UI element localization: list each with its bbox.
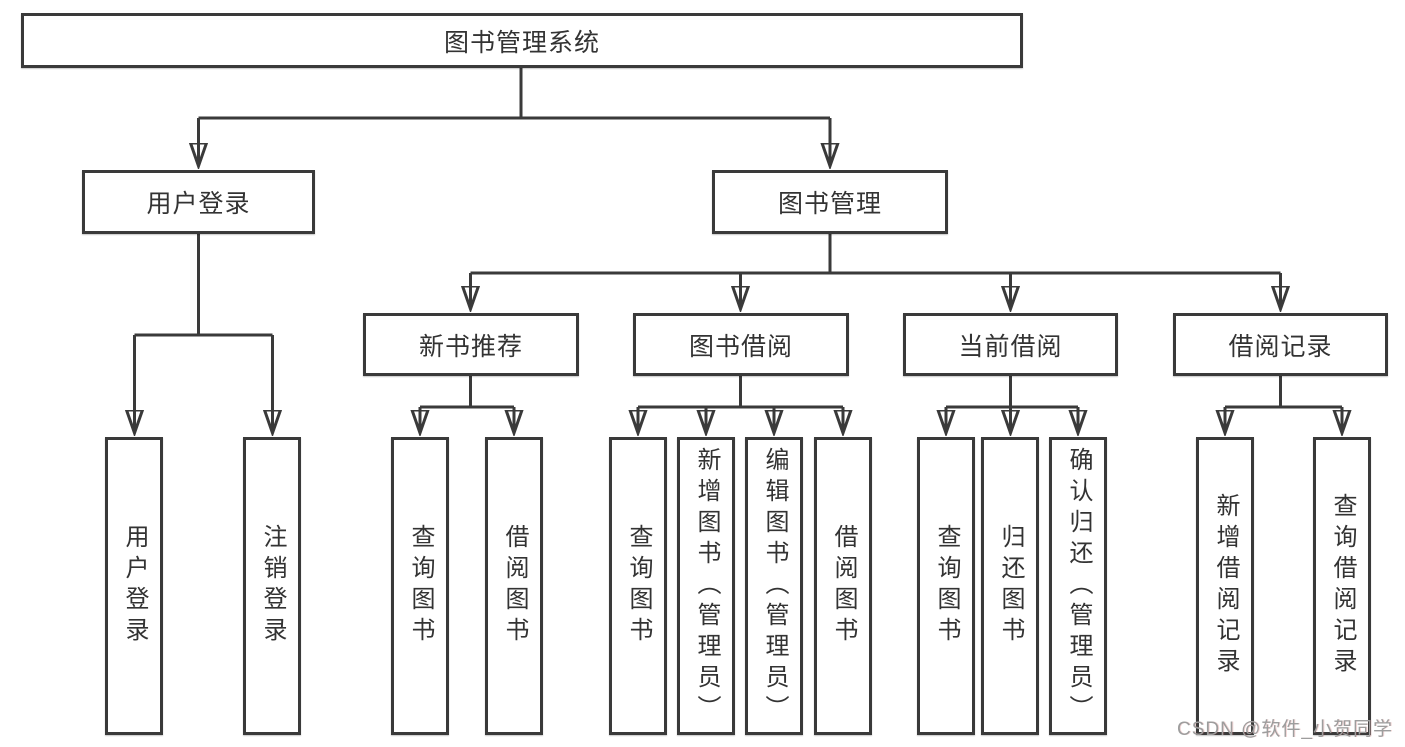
node-user-login-label: 用户登录	[146, 190, 251, 218]
connectors-book-borrow-children	[638, 376, 843, 433]
node-bb-borrow-books-label: 借阅图书	[830, 524, 857, 648]
node-br-query-record-label: 查询借阅记录	[1329, 493, 1356, 679]
connectors-new-book-rec-children	[420, 376, 514, 433]
node-bb-query-books-label: 查询图书	[625, 524, 652, 648]
connectors-book-mgmt-children	[471, 234, 1281, 309]
csdn-watermark: CSDN @软件_小贺同学	[1177, 719, 1393, 740]
node-nb-borrow-books: 借阅图书	[485, 437, 543, 735]
node-new-book-rec: 新书推荐	[363, 313, 579, 376]
node-ul-user-login-label: 用户登录	[121, 524, 148, 648]
node-nb-query-books: 查询图书	[391, 437, 449, 735]
node-ul-user-login: 用户登录	[105, 437, 163, 735]
node-nb-query-books-label: 查询图书	[407, 524, 434, 648]
connectors-borrow-records-children	[1225, 376, 1342, 433]
node-br-add-record-label: 新增借阅记录	[1212, 493, 1239, 679]
node-nb-borrow-books-label: 借阅图书	[501, 524, 528, 648]
node-cb-confirm-return-label: 确认归还（管理员）	[1065, 446, 1092, 726]
node-cb-confirm-return: 确认归还（管理员）	[1049, 437, 1107, 735]
node-br-add-record: 新增借阅记录	[1196, 437, 1254, 735]
node-book-mgmt-label: 图书管理	[777, 190, 882, 218]
node-root: 图书管理系统	[21, 13, 1023, 68]
node-book-borrow-label: 图书借阅	[688, 332, 793, 361]
node-book-borrow: 图书借阅	[633, 313, 849, 376]
node-bb-query-books: 查询图书	[609, 437, 667, 735]
node-bb-add-books-label: 新增图书（管理员）	[693, 446, 720, 726]
node-new-book-rec-label: 新书推荐	[418, 332, 523, 361]
node-bb-add-books: 新增图书（管理员）	[677, 437, 735, 735]
connectors-root-to-level2	[199, 68, 831, 166]
node-ul-logout: 注销登录	[243, 437, 301, 735]
node-root-label: 图书管理系统	[443, 28, 600, 57]
node-ul-logout-label: 注销登录	[259, 524, 286, 648]
node-book-mgmt: 图书管理	[712, 170, 948, 234]
connectors-user-login-children	[135, 234, 273, 433]
node-bb-edit-books-label: 编辑图书（管理员）	[761, 446, 788, 726]
node-cb-query-books-label: 查询图书	[933, 524, 960, 648]
node-cb-query-books: 查询图书	[917, 437, 975, 735]
node-cb-return-books-label: 归还图书	[997, 524, 1024, 648]
node-bb-edit-books: 编辑图书（管理员）	[745, 437, 803, 735]
node-user-login: 用户登录	[82, 170, 315, 234]
node-current-borrow: 当前借阅	[903, 313, 1118, 376]
node-borrow-records: 借阅记录	[1173, 313, 1388, 376]
connectors-current-borrow-children	[946, 376, 1078, 433]
node-current-borrow-label: 当前借阅	[958, 332, 1063, 361]
node-borrow-records-label: 借阅记录	[1228, 332, 1333, 361]
node-cb-return-books: 归还图书	[981, 437, 1039, 735]
node-bb-borrow-books: 借阅图书	[814, 437, 872, 735]
node-br-query-record: 查询借阅记录	[1313, 437, 1371, 735]
